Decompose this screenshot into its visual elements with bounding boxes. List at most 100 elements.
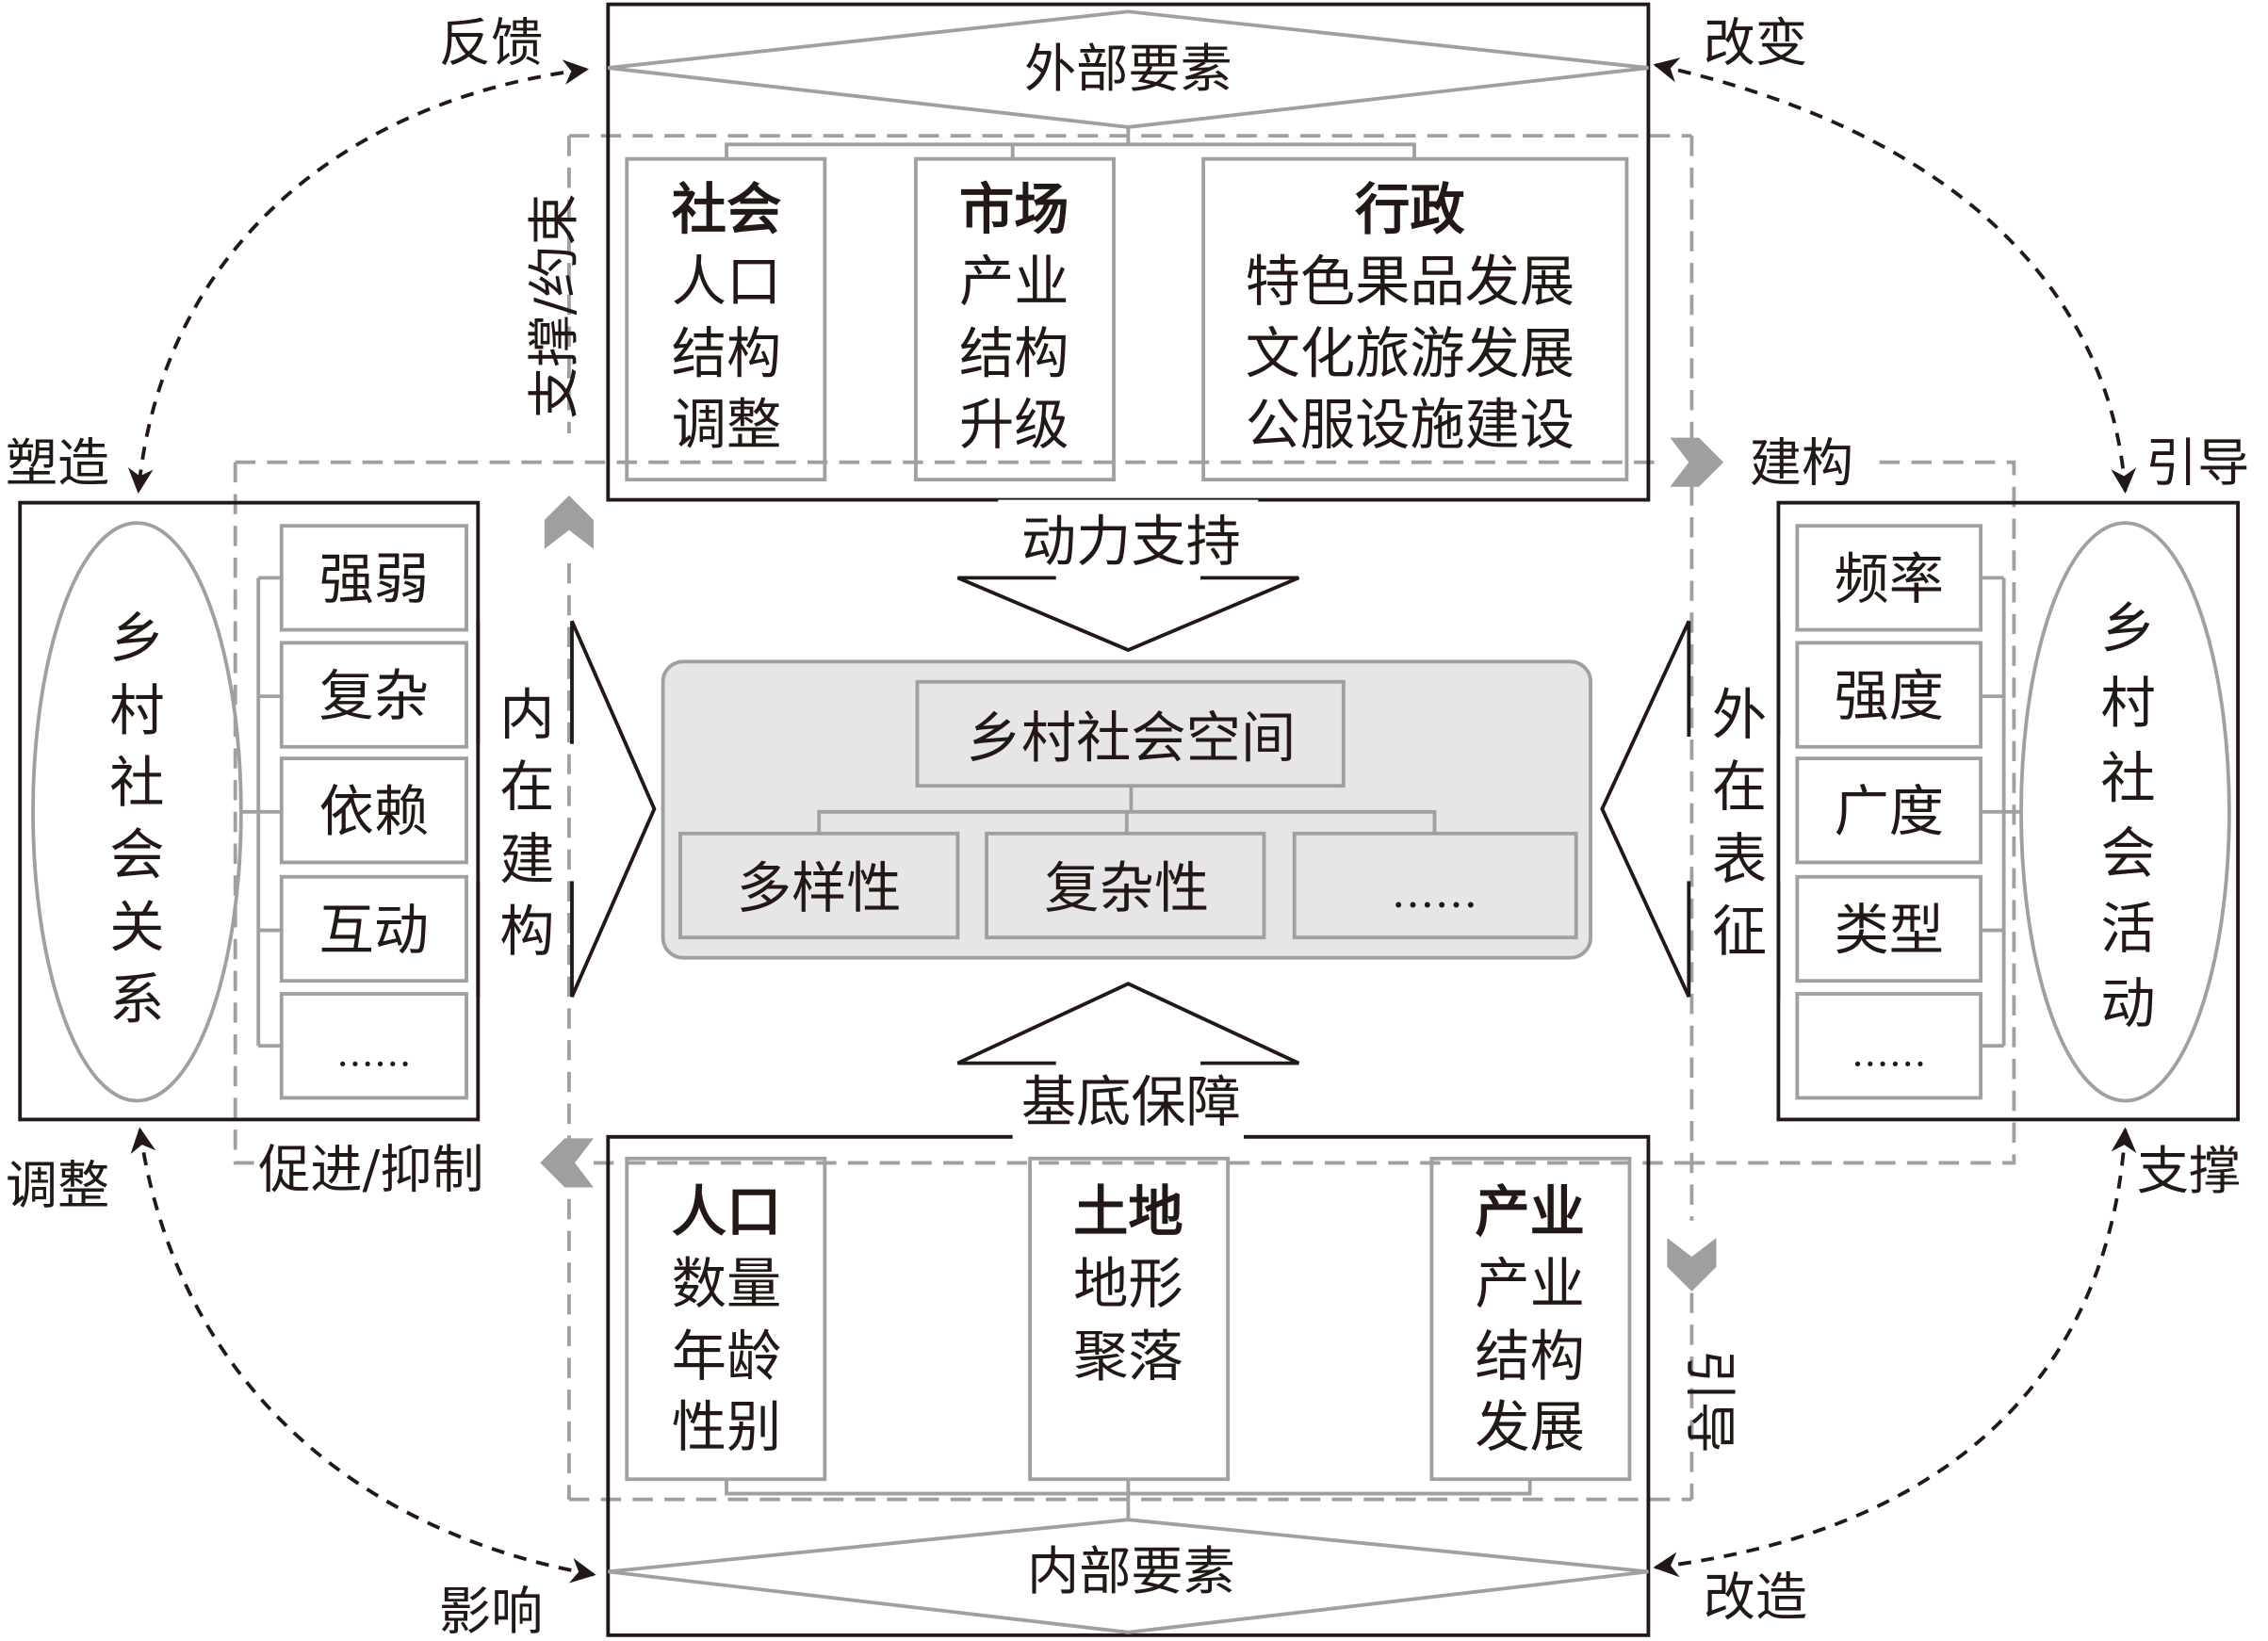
relation-item-box	[279, 524, 468, 632]
cycle-label-guide: 引导	[2146, 434, 2249, 495]
relations-label-char: 关	[109, 895, 164, 959]
up-chevron-arrow	[956, 982, 1300, 1065]
activity-item-box	[1795, 756, 1983, 865]
population-line: 性别	[672, 1395, 782, 1459]
activity-item: 类型	[1834, 898, 1944, 962]
relation-item-box	[279, 641, 468, 749]
relation-item: 复杂	[319, 664, 430, 728]
base-guarantee-label: 基底保障	[1021, 1070, 1241, 1134]
relation-item: 依赖	[319, 780, 430, 844]
power-support-label: 动力支持	[1021, 510, 1241, 574]
population-line: 年龄	[672, 1324, 782, 1389]
guide-vertical-text: 引导	[1678, 1349, 1738, 1453]
right-pointing-chevron	[570, 620, 657, 998]
construct-chevron-icon	[1670, 437, 1724, 487]
external-title: 外部要素	[1024, 40, 1232, 100]
social-heading: 社会	[672, 176, 782, 241]
cycle-label-feedback: 反馈	[439, 13, 543, 73]
industry-line: 结构	[1475, 1324, 1585, 1389]
admin-line: 文化旅游发展	[1246, 322, 1575, 386]
external-elements-box: 外部要素 社会 人口 结构 调整 市场 产业 结构 升级 行政 特色果品发展 文…	[606, 2, 1651, 502]
outer-representation-char: 外	[1712, 683, 1767, 747]
population-heading: 人口	[672, 1179, 782, 1244]
internal-box-border	[606, 1134, 1651, 1637]
internal-title: 内部要素	[1027, 1542, 1235, 1602]
relation-item: 互动	[319, 898, 430, 962]
relation-item: ……	[336, 1032, 412, 1076]
center-item-box	[1292, 831, 1578, 940]
cycle-label-support: 支撑	[2137, 1142, 2241, 1202]
activity-item-box	[1795, 641, 1983, 749]
industry-line: 发展	[1475, 1395, 1585, 1459]
support-constraint-chevron-icon	[544, 495, 594, 549]
market-line: 升级	[959, 393, 1069, 457]
internal-elements-box: 内部要素 人口 数量 年龄 性别 土地 地形 聚落 产业 产业 结构 发展	[606, 1134, 1651, 1637]
external-diamond	[608, 9, 1649, 129]
activity-item-box	[1795, 874, 1983, 983]
land-line: 地形	[1073, 1252, 1183, 1316]
left-list-connector	[240, 576, 282, 1048]
base-guarantee-arrow: 基底保障	[956, 982, 1300, 1134]
industry-line: 产业	[1475, 1252, 1585, 1316]
inner-construct-char: 构	[499, 900, 554, 964]
relations-label-char: 会	[109, 823, 164, 887]
market-line: 产业	[959, 250, 1069, 314]
column-admin	[1201, 156, 1629, 482]
adjust-influence-arrow	[130, 1127, 596, 1584]
down-chevron-arrow	[956, 576, 1300, 653]
market-line: 结构	[959, 322, 1069, 386]
cycle-label-change: 改变	[1704, 13, 1807, 73]
relation-item-box	[279, 874, 468, 983]
outer-cycle-arrows	[127, 57, 2137, 1584]
land-heading: 土地	[1073, 1179, 1183, 1244]
support-constraint-label: 支撑/约束	[525, 193, 585, 418]
activities-label-char: 动	[2100, 972, 2155, 1036]
cycle-label-shape: 塑造	[6, 434, 109, 495]
right-list-connector	[1981, 576, 2022, 1048]
center-title: 乡村社会空间	[967, 707, 1297, 771]
promote-inhibit-label: 促进/抑制	[258, 1140, 483, 1200]
activity-item-box	[1795, 524, 1983, 632]
center-item-ellipsis: ……	[1391, 867, 1477, 918]
internal-diamond	[608, 1518, 1649, 1634]
activity-item-box	[1795, 992, 1983, 1100]
social-line: 调整	[672, 393, 782, 457]
activities-label-char: 乡	[2100, 596, 2155, 660]
social-line: 结构	[672, 322, 782, 386]
cycle-label-influence: 影响	[439, 1583, 543, 1641]
relations-label-char: 社	[109, 751, 164, 815]
outer-representation-char: 表	[1712, 827, 1767, 891]
feedback-shape-arrow	[127, 59, 589, 495]
activities-label-char: 会	[2100, 821, 2155, 885]
external-connector	[725, 126, 1416, 159]
activity-item: 频率	[1834, 547, 1944, 611]
support-transform-arrow	[1653, 1127, 2137, 1578]
social-line: 人口	[672, 250, 782, 314]
activity-item: 强度	[1834, 664, 1944, 728]
relation-item: 强弱	[319, 547, 430, 611]
admin-line: 特色果品发展	[1246, 250, 1575, 314]
center-social-space-panel: 乡村社会空间 多样性 复杂性 ……	[661, 659, 1592, 960]
promote-inhibit-chevron-icon	[540, 1138, 594, 1188]
relation-item-box	[279, 992, 468, 1100]
center-connector	[817, 786, 1437, 834]
guide-vertical-label: 引导	[1678, 1349, 1738, 1453]
column-social	[625, 156, 827, 482]
relations-label-char: 系	[109, 967, 164, 1032]
inner-construct-char: 在	[499, 756, 554, 820]
activities-label-char: 活	[2100, 897, 2155, 961]
population-line: 数量	[672, 1252, 782, 1316]
inner-construct-char: 建	[499, 827, 554, 891]
admin-line: 公服设施建设	[1246, 393, 1575, 457]
left-pointing-chevron	[1600, 620, 1691, 998]
internal-connector	[725, 1479, 1532, 1520]
activity-item: 广度	[1834, 780, 1944, 844]
relations-label-char: 村	[109, 678, 164, 742]
